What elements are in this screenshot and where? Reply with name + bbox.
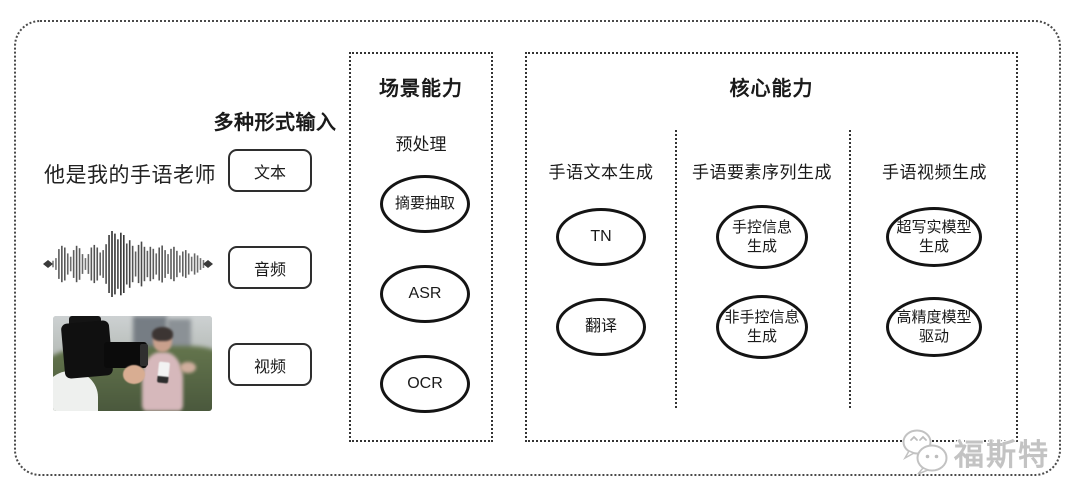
column-heading-video-generation: 手语视频生成: [882, 163, 987, 182]
column-heading-text-generation: 手语文本生成: [548, 163, 654, 182]
scene-box-title: 场景能力: [379, 78, 463, 100]
outer-dotted-frame: [14, 20, 1061, 476]
watermark: 福斯特: [900, 428, 1050, 475]
input-type-label: 音频: [253, 261, 286, 279]
preprocess-label: 预处理: [395, 135, 447, 154]
column-heading-element-sequence-generation: 手语要素序列生成: [692, 163, 832, 182]
input-type-label: 视频: [253, 358, 286, 376]
input-type-box-audio: 音频: [228, 246, 312, 289]
node-ocr: OCR: [380, 355, 470, 413]
camera-lens: [103, 341, 147, 369]
thumb-reporter-hand: [180, 361, 197, 373]
thumb-cameraman-hand: [122, 365, 146, 385]
node-tn: TN: [556, 208, 646, 266]
node-manual-info-generation: 手控信息 生成: [716, 205, 808, 269]
node-translation: 翻译: [556, 298, 646, 356]
node-asr: ASR: [380, 265, 470, 323]
video-thumbnail: [53, 316, 212, 411]
column-divider: [675, 130, 677, 408]
scene-capability-box: 场景能力 预处理 摘要抽取 ASR OCR: [349, 52, 493, 442]
camera-lens-ring: [140, 343, 149, 367]
wechat-icon: [902, 429, 948, 475]
input-type-label: 文本: [253, 164, 286, 182]
input-type-box-text: 文本: [228, 149, 312, 192]
core-box-title: 核心能力: [729, 78, 814, 100]
node-high-precision-model-driving: 高精度模型 驱动: [886, 297, 982, 357]
input-type-box-video: 视频: [228, 343, 312, 386]
core-capability-box: 核心能力 手语文本生成 手语要素序列生成 手语视频生成 TN 翻译 手控信息 生…: [525, 52, 1018, 442]
thumb-microphone: [156, 361, 171, 384]
column-divider: [849, 130, 851, 408]
node-summary-extraction: 摘要抽取: [380, 175, 470, 233]
audio-waveform-icon: [43, 231, 213, 297]
node-hyperrealistic-model-generation: 超写实模型 生成: [886, 207, 982, 267]
input-section-heading: 多种形式输入: [213, 112, 337, 134]
watermark-text: 福斯特: [954, 438, 1050, 472]
node-non-manual-info-generation: 非手控信息 生成: [716, 295, 808, 359]
thumb-reporter-hair: [152, 327, 174, 341]
sample-sentence-text: 他是我的手语老师: [44, 164, 216, 187]
